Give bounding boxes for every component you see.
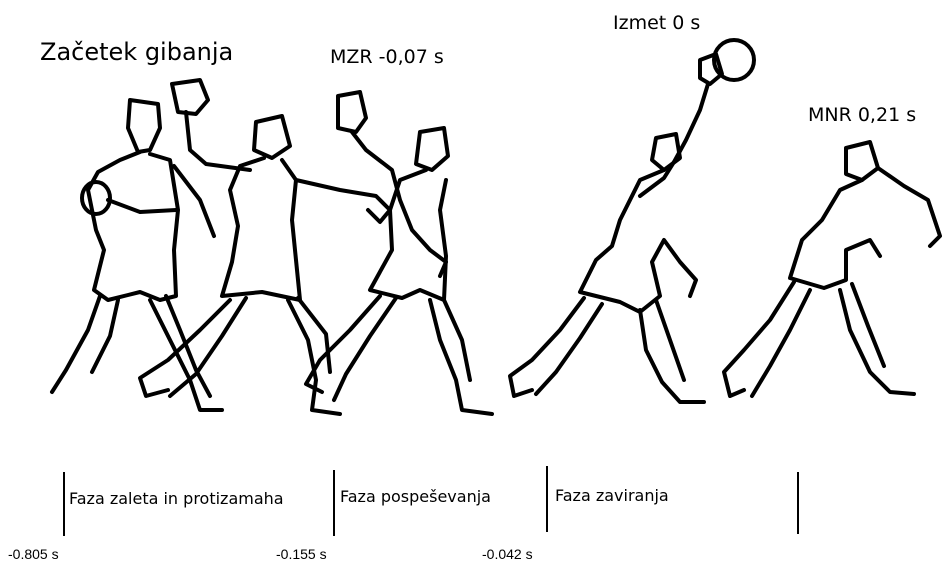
phase-run-up-label: Faza zaleta in protizamaha bbox=[69, 489, 284, 508]
divider-start bbox=[63, 472, 65, 536]
divider-mnr bbox=[797, 472, 799, 534]
figure-4-release bbox=[510, 40, 754, 402]
throwing-sequence-figures bbox=[0, 0, 947, 440]
phase-acceleration-label: Faza pospeševanja bbox=[340, 487, 491, 506]
time-start-label: -0.805 s bbox=[8, 546, 59, 562]
time-mzr-label: -0.155 s bbox=[276, 546, 327, 562]
time-release-label: -0.042 s bbox=[482, 546, 533, 562]
figure-3-arm-cocked bbox=[306, 92, 492, 414]
divider-release bbox=[546, 466, 548, 532]
figure-1-run-up bbox=[52, 100, 222, 410]
divider-mzr bbox=[333, 470, 335, 536]
phase-deceleration-label: Faza zaviranja bbox=[555, 486, 669, 505]
figure-5-follow-through bbox=[724, 142, 940, 396]
